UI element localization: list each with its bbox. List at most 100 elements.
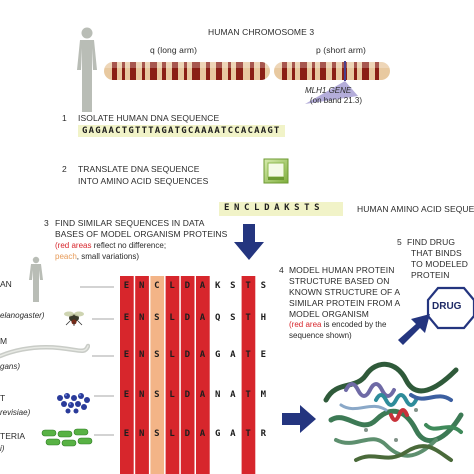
p-arm-label: p (short arm) bbox=[316, 45, 366, 55]
alignment-column-2 bbox=[150, 276, 165, 474]
alignment-residue: S bbox=[230, 281, 236, 291]
red-areas-label: (red areas bbox=[55, 241, 92, 250]
alignment-residue: L bbox=[169, 281, 175, 291]
step-1-text: ISOLATE HUMAN DNA SEQUENCE bbox=[78, 113, 220, 123]
alignment-residue: N bbox=[138, 350, 145, 360]
alignment-residue: C bbox=[154, 281, 160, 291]
step-1-number: 1 bbox=[62, 113, 67, 123]
human-figure-icon bbox=[77, 27, 97, 112]
alignment-residue: L bbox=[169, 429, 175, 439]
organism-label-human: AN bbox=[0, 279, 12, 289]
alignment-residue: A bbox=[199, 281, 206, 291]
alignment-residue: G bbox=[214, 350, 221, 360]
alignment-residue: E bbox=[123, 281, 130, 291]
step-4-number: 4 bbox=[279, 265, 284, 275]
alignment-residue: L bbox=[169, 390, 175, 400]
yeast-icon bbox=[57, 393, 90, 414]
alignment-residue: A bbox=[199, 390, 206, 400]
step-2-number: 2 bbox=[62, 164, 67, 174]
organism-label-bacteria: TERIA bbox=[0, 431, 26, 441]
step-4-line-3: KNOWN STRUCTURE OF A bbox=[289, 287, 401, 297]
up-right-arrow-icon bbox=[398, 314, 430, 345]
alignment-residue: Q bbox=[214, 313, 221, 323]
alignment-residue: E bbox=[260, 350, 266, 360]
alignment-residue: A bbox=[199, 313, 206, 323]
red-area-label: (red area bbox=[289, 320, 322, 329]
alignment-column-0 bbox=[120, 276, 134, 474]
alignment-residue: L bbox=[169, 313, 175, 323]
alignment-residue: M bbox=[260, 390, 266, 400]
amino-sequence-box bbox=[219, 202, 343, 216]
step-4-line-7: sequence shown) bbox=[289, 331, 352, 340]
alignment-residue: T bbox=[245, 281, 251, 291]
chromosome-3 bbox=[104, 61, 390, 104]
alignment-residue: S bbox=[260, 281, 266, 291]
alignment-residue: D bbox=[184, 313, 190, 323]
organism-label-bacteria-species: i) bbox=[0, 444, 5, 453]
step-3-line-4: peach, small variations) bbox=[55, 252, 140, 261]
alignment-residue: N bbox=[214, 390, 221, 400]
alignment-residue: K bbox=[214, 281, 221, 291]
alignment-column-4 bbox=[180, 276, 195, 474]
step-5-line-1: FIND DRUG bbox=[407, 237, 456, 247]
band-label: (on band 21.3) bbox=[310, 96, 363, 105]
step-4-line-2: STRUCTURE BASED ON bbox=[289, 276, 390, 286]
alignment-residue: E bbox=[123, 429, 130, 439]
alignment-residue: E bbox=[123, 390, 130, 400]
chromosome-title: HUMAN CHROMOSOME 3 bbox=[208, 27, 315, 37]
translation-icon bbox=[263, 158, 289, 184]
mlh1-gene-label: MLH1 GENE bbox=[305, 86, 352, 95]
alignment-residue: T bbox=[245, 313, 251, 323]
worm-icon bbox=[0, 343, 90, 359]
alignment-residue: N bbox=[138, 429, 145, 439]
alignment-residue: T bbox=[245, 350, 251, 360]
step-3-number: 3 bbox=[44, 218, 49, 228]
step-4-line-5: MODEL ORGANISM bbox=[289, 309, 369, 319]
step-3-line-3: (red areas reflect no difference; bbox=[55, 241, 167, 250]
alignment-residue: D bbox=[184, 429, 190, 439]
step-3-line-2: BASES OF MODEL ORGANISM PROTEINS bbox=[55, 229, 228, 239]
dna-sequence: GAGAACTGTTTAGATGCAAAATCCACAAGT bbox=[78, 125, 285, 137]
alignment-residue: N bbox=[138, 313, 145, 323]
alignment-residue: D bbox=[184, 281, 190, 291]
protein-structure bbox=[323, 361, 464, 462]
step-4-line-4: SIMILAR PROTEIN FROM A bbox=[289, 298, 401, 308]
alignment-column-5 bbox=[196, 276, 210, 474]
step-2-line-1: TRANSLATE DNA SEQUENCE bbox=[78, 164, 200, 174]
alignment-residue: S bbox=[154, 313, 160, 323]
step-4-line-6: (red area is encoded by the bbox=[289, 320, 387, 329]
organism-label-yeast-species: revisiae) bbox=[0, 408, 31, 417]
q-arm-label: q (long arm) bbox=[150, 45, 198, 55]
alignment-residue: E bbox=[123, 350, 130, 360]
drug-label: DRUG bbox=[432, 301, 462, 312]
alignment-residue: E bbox=[123, 313, 130, 323]
alignment-residue: N bbox=[138, 390, 145, 400]
alignment-residue: D bbox=[184, 390, 190, 400]
alignment-residue: T bbox=[245, 390, 251, 400]
peach-label: peach bbox=[55, 252, 77, 261]
step-5-line-3: TO MODELED bbox=[411, 259, 469, 269]
alignment-residue: N bbox=[138, 281, 145, 291]
alignment-column-3 bbox=[165, 276, 180, 474]
fruit-fly-icon bbox=[64, 311, 84, 326]
alignment-residue: A bbox=[230, 429, 236, 439]
alignment-residue: G bbox=[214, 429, 221, 439]
alignment-column-8 bbox=[241, 276, 256, 474]
drug-octagon bbox=[426, 286, 474, 330]
alignment-residue: S bbox=[154, 390, 160, 400]
alignment-residue: A bbox=[230, 350, 236, 360]
amino-sequence-label: HUMAN AMINO ACID SEQUE bbox=[357, 204, 474, 214]
alignment-residue: S bbox=[154, 350, 160, 360]
right-arrow-icon bbox=[282, 405, 316, 433]
alignment-column-1 bbox=[135, 276, 149, 474]
bacteria-icon bbox=[41, 428, 93, 447]
alignment-residue: D bbox=[184, 350, 190, 360]
step-5-line-2: THAT BINDS bbox=[411, 248, 462, 258]
organism-label-worm: M bbox=[0, 336, 8, 346]
alignment-residue: A bbox=[230, 390, 236, 400]
step-3-line-1: FIND SIMILAR SEQUENCES IN DATA bbox=[55, 218, 205, 228]
alignment-residue: A bbox=[199, 350, 206, 360]
alignment-residue: A bbox=[199, 429, 206, 439]
